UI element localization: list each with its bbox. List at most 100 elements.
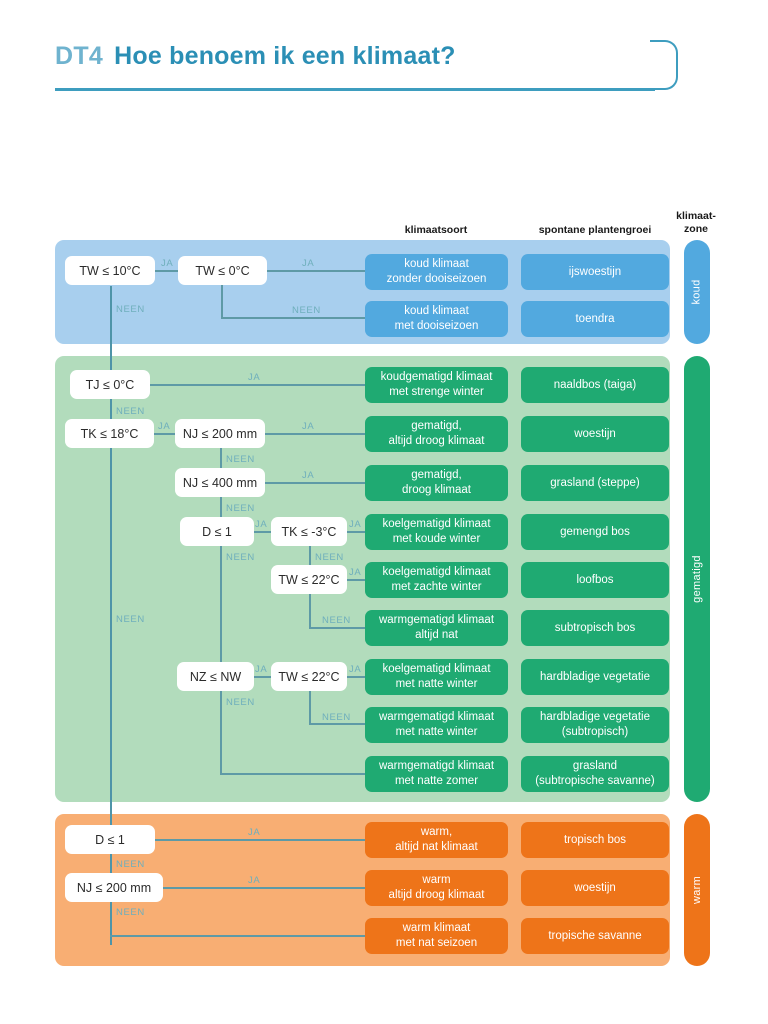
outcome-soort-o2: koud klimaat met dooiseizoen [365,301,508,337]
edge-label-tw10-neen: NEEN [116,304,145,315]
edge-label-tj0-ja: JA [248,372,261,383]
edge-label-tj0-neen: NEEN [116,406,145,417]
connector-d1a-ja [254,531,271,533]
connector-tkm3-neen [309,546,311,579]
decision-node-d1b[interactable]: D ≤ 1 [65,825,155,854]
connector-nj200-neen [220,448,222,482]
connector-nj400-neen [220,497,222,531]
outcome-soort-o4: gematigd, altijd droog klimaat [365,416,508,452]
edge-label-tw22a-neen: NEEN [322,615,351,626]
outcome-groei-o1: ijswoestijn [521,254,669,290]
edge-label-d1b-neen: NEEN [116,859,145,870]
edge-label-nj400-neen: NEEN [226,503,255,514]
connector-tw22a-neen-h [309,627,365,629]
outcome-groei-o8: subtropisch bos [521,610,669,646]
decision-node-nj200b[interactable]: NJ ≤ 200 mm [65,873,163,902]
edge-label-tkm3-ja: JA [349,519,362,530]
outcome-soort-o11: warmgematigd klimaat met natte zomer [365,756,508,792]
outcome-groei-o4: woestijn [521,416,669,452]
zone-pill-label-warm: warm [691,875,703,905]
title-heading: Hoe benoem ik een klimaat? [114,42,456,70]
zone-pill-koud: koud [684,240,710,344]
edge-label-tw0-neen: NEEN [292,305,321,316]
connector-tw10-ja [155,270,178,272]
outcome-groei-o14: tropische savanne [521,918,669,954]
connector-tw0-neen-v [221,285,223,318]
edge-label-nj200-neen: NEEN [226,454,255,465]
edge-label-nj200b-neen: NEEN [116,907,145,918]
zone-pill-warm: warm [684,814,710,966]
edge-label-tk18-ja: JA [158,421,171,432]
connector-nj400-ja [265,482,365,484]
edge-label-tw10-ja: JA [161,258,174,269]
edge-label-nj200-ja: JA [302,421,315,432]
outcome-soort-o10: warmgematigd klimaat met natte winter [365,707,508,743]
connector-d1b-ja [155,839,365,841]
connector-nznw-neen-h [220,773,365,775]
title-code: DT4 [55,42,104,70]
column-header-klimaatsoort: klimaatsoort [404,224,468,236]
outcome-groei-o13: woestijn [521,870,669,906]
connector-tj0-ja [150,384,365,386]
zone-pill-gematigd: gematigd [684,356,710,802]
decision-node-tk18[interactable]: TK ≤ 18°C [65,419,154,448]
page-header: DT4 Hoe benoem ik een klimaat? [0,0,768,110]
outcome-groei-o6: gemengd bos [521,514,669,550]
decision-node-tj0[interactable]: TJ ≤ 0°C [70,370,150,399]
decision-node-nj400[interactable]: NJ ≤ 400 mm [175,468,265,497]
outcome-soort-o12: warm, altijd nat klimaat [365,822,508,858]
connector-nznw-ja [254,676,271,678]
connector-spine-main [110,286,112,945]
outcome-groei-o10: hardbladige vegetatie (subtropisch) [521,707,669,743]
outcome-groei-o3: naaldbos (taiga) [521,367,669,403]
outcome-groei-o7: loofbos [521,562,669,598]
connector-tw0-neen-h [221,317,365,319]
edge-label-tw22b-neen: NEEN [322,712,351,723]
outcome-soort-o5: gematigd, droog klimaat [365,465,508,501]
outcome-soort-o7: koelgematigd klimaat met zachte winter [365,562,508,598]
edge-label-tkm3-neen: NEEN [315,552,344,563]
connector-nznw-neen-v [220,691,222,774]
decision-node-tw10[interactable]: TW ≤ 10°C [65,256,155,285]
decision-node-d1a[interactable]: D ≤ 1 [180,517,254,546]
connector-tw22b-neen-h [309,723,365,725]
edge-label-tw22b-ja: JA [349,664,362,675]
edge-label-d1b-ja: JA [248,827,261,838]
zone-pill-label-gematigd: gematigd [691,555,703,603]
decision-node-tw22a[interactable]: TW ≤ 22°C [271,565,347,594]
outcome-groei-o2: toendra [521,301,669,337]
decision-node-tkm3[interactable]: TK ≤ -3°C [271,517,347,546]
outcome-soort-o13: warm altijd droog klimaat [365,870,508,906]
outcome-soort-o1: koud klimaat zonder dooiseizoen [365,254,508,290]
connector-tw22b-neen-v [309,691,311,724]
zone-pill-label-koud: koud [691,279,703,305]
column-header-klimaatzone: klimaat- zone [676,210,716,235]
decision-node-tw0[interactable]: TW ≤ 0°C [178,256,267,285]
outcome-groei-o9: hardbladige vegetatie [521,659,669,695]
outcome-soort-o6: koelgematigd klimaat met koude winter [365,514,508,550]
connector-tw22b-ja [347,676,365,678]
title-corner-bracket [650,40,678,90]
edge-label-d1a-neen: NEEN [226,552,255,563]
decision-node-nj200[interactable]: NJ ≤ 200 mm [175,419,265,448]
edge-label-nj200b-ja: JA [248,875,261,886]
connector-d1a-neen [220,546,222,676]
page-title: DT4 Hoe benoem ik een klimaat? [55,42,456,71]
edge-label-nj400-ja: JA [302,470,315,481]
outcome-soort-o14: warm klimaat met nat seizoen [365,918,508,954]
connector-tw22a-ja [347,579,365,581]
decision-node-tw22b[interactable]: TW ≤ 22°C [271,662,347,691]
edge-label-nznw-neen: NEEN [226,697,255,708]
connector-nj200b-ja [163,887,365,889]
outcome-soort-o9: koelgematigd klimaat met natte winter [365,659,508,695]
outcome-groei-o5: grasland (steppe) [521,465,669,501]
edge-label-nznw-ja: JA [255,664,268,675]
edge-label-tw0-ja: JA [302,258,315,269]
column-header-plantengroei: spontane plantengroei [538,224,652,236]
connector-nj200-ja [265,433,365,435]
edge-label-tw22a-ja: JA [349,567,362,578]
connector-tw0-ja [267,270,365,272]
title-underline [55,88,655,91]
decision-node-nznw[interactable]: NZ ≤ NW [177,662,254,691]
outcome-soort-o8: warmgematigd klimaat altijd nat [365,610,508,646]
